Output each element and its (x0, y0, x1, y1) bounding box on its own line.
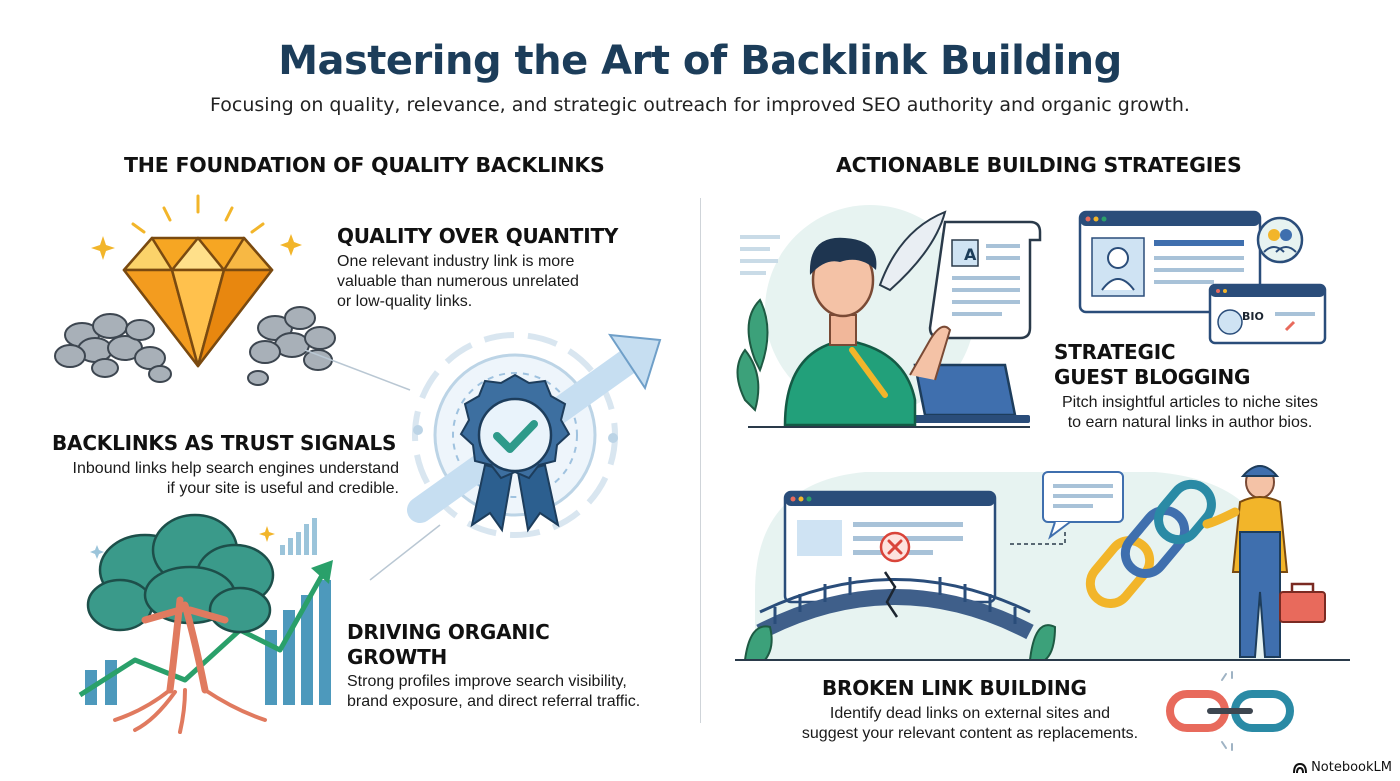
broken-chain-icon (1166, 671, 1294, 751)
svg-text:A: A (964, 245, 977, 264)
brand-footer: NotebookLM (1293, 760, 1392, 775)
svg-text:BIO: BIO (1242, 310, 1264, 323)
trust-badge-icon (304, 332, 662, 581)
broken-link-icon (735, 465, 1350, 661)
trust-description: Inbound links help search engines unders… (72, 460, 399, 497)
page-title: Mastering the Art of Backlink Building (278, 38, 1122, 84)
section-divider (700, 198, 701, 723)
brand-label: NotebookLM (1311, 760, 1392, 775)
left-section-heading: THE FOUNDATION OF QUALITY BACKLINKS (124, 153, 605, 177)
diamond-icon (54, 194, 336, 386)
broken-link-description: Identify dead links on external sites an… (801, 705, 1139, 742)
growth-tree-icon (78, 513, 333, 734)
guest-blogging-icon: BIO A (736, 205, 1327, 428)
page-subtitle: Focusing on quality, relevance, and stra… (210, 94, 1190, 116)
guest-blogging-heading: STRATEGIC GUEST BLOGGING (1054, 340, 1251, 389)
broken-link-heading: BROKEN LINK BUILDING (822, 676, 1087, 700)
guest-blogging-description: Pitch insightful articles to niche sites… (1061, 394, 1319, 431)
notebooklm-logo-icon (1293, 762, 1308, 773)
growth-description: Strong profiles improve search visibilit… (347, 673, 641, 710)
trust-heading: BACKLINKS AS TRUST SIGNALS (52, 431, 397, 455)
right-section-heading: ACTIONABLE BUILDING STRATEGIES (836, 153, 1242, 177)
quality-description: One relevant industry link is more valua… (337, 253, 579, 310)
quality-heading: QUALITY OVER QUANTITY (337, 224, 619, 248)
growth-heading: DRIVING ORGANIC GROWTH (347, 620, 550, 669)
